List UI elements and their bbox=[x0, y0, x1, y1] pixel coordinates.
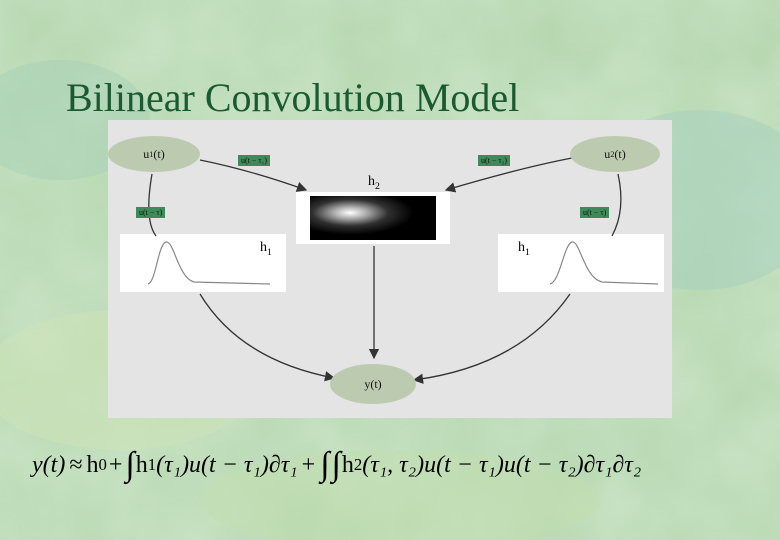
eq-integral-1: ∫ bbox=[125, 446, 135, 483]
eq-integral-2b: ∫ bbox=[331, 446, 341, 483]
kernel-h2-image bbox=[296, 192, 450, 244]
eq-term2-rest: (τ₁, τ₂)u(t − τ₁)u(t − τ₂)∂τ₁∂τ₂ bbox=[362, 451, 642, 478]
eq-term2-sub: 2 bbox=[353, 455, 363, 474]
tag-u2-delay: u(t − τ₂) bbox=[478, 155, 511, 166]
tag-u1-delay: u(t − τ₁) bbox=[238, 155, 271, 166]
eq-h0-sub: 0 bbox=[98, 455, 107, 474]
eq-plus-1: + bbox=[108, 451, 123, 478]
hrf-curve-left bbox=[147, 241, 271, 285]
kernel-h2-label: h2 bbox=[368, 174, 380, 192]
hrf-curve-right bbox=[549, 241, 659, 285]
hrf-box-left bbox=[120, 234, 286, 292]
hrf-box-right bbox=[498, 234, 664, 292]
tag-left-delay: u(t − τ) bbox=[136, 207, 166, 218]
eq-term2-h: h bbox=[341, 451, 354, 478]
tag-right-delay: u(t − τ) bbox=[580, 207, 610, 218]
node-y: y(t) bbox=[330, 364, 416, 404]
eq-h0: h bbox=[86, 451, 99, 478]
eq-term1-rest: (τ₁)u(t − τ₁)∂τ₁ bbox=[156, 451, 298, 478]
kernel-h1-left: h1 bbox=[260, 240, 272, 258]
eq-lhs: y(t) bbox=[32, 451, 66, 478]
kernel-h1-right: h1 bbox=[518, 240, 530, 258]
eq-plus-2: + bbox=[301, 451, 316, 478]
eq-approx: ≈ bbox=[69, 451, 83, 478]
eq-term1-h: h bbox=[135, 451, 148, 478]
eq-integral-2a: ∫ bbox=[320, 446, 330, 483]
slide-title: Bilinear Convolution Model bbox=[66, 75, 520, 120]
eq-term1-sub: 1 bbox=[147, 455, 157, 474]
